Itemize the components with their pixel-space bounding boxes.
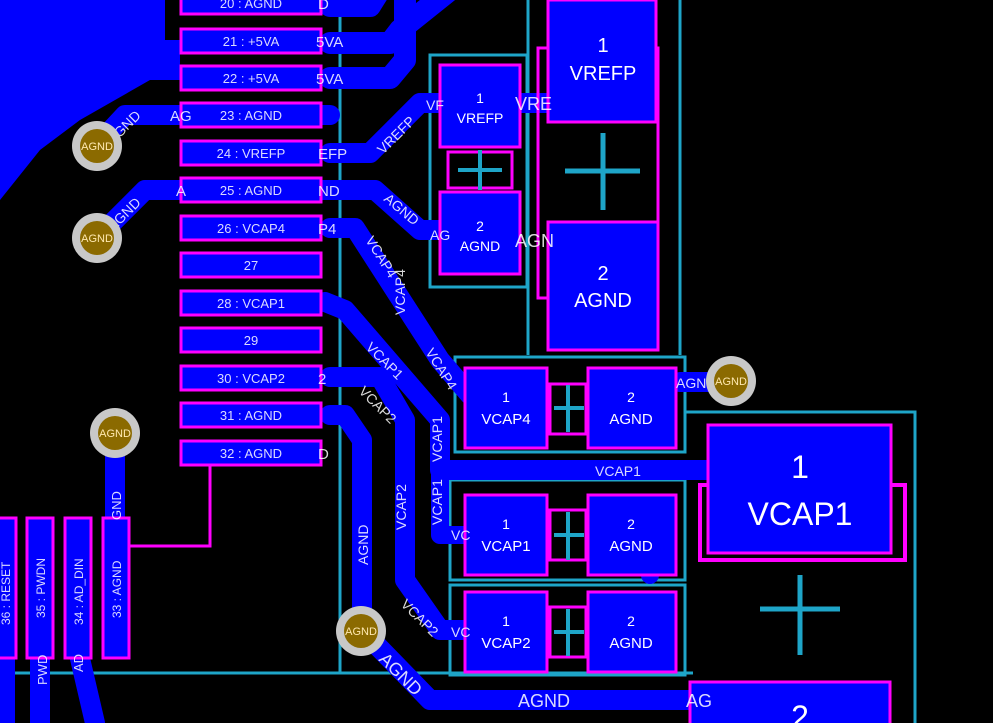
pad-number: 2 [627,613,635,629]
trace-label: VC [451,624,470,640]
pin-label: 36 : RESET [0,561,13,625]
pin-label: 27 [244,258,258,273]
trace-label: VCAP1 [429,479,445,525]
component-vcap1-large[interactable]: 1 VCAP1 2 [688,423,907,723]
pin-label: 24 : VREFP [217,146,286,161]
via-net: AGND [345,626,377,638]
net-fragment: D [318,0,329,13]
pad-number: 2 [597,263,608,285]
via-net: AGND [81,141,113,153]
pin-label: 22 : +5VA [223,71,280,86]
net-fragment: 2 [318,371,326,388]
trace-label: VC [451,527,470,543]
pad-number: 2 [627,389,635,405]
pad-net: VCAP1 [481,538,530,555]
trace-label: VRE [515,94,552,114]
component-vrefp-large[interactable]: 1 VREFP 2 AGND [536,0,660,352]
via[interactable]: AGND [90,408,140,458]
pin-net-fragments: D 5VA 5VA EFP ND P4 2 D AG A [170,0,347,463]
pad-net: AGND [574,290,632,312]
via-net: AGND [715,376,747,388]
via[interactable]: AGND [706,356,756,406]
trace-label: AGN [515,231,554,251]
pad-net: VREFP [457,110,504,126]
trace-label: VCAP1 [429,416,445,462]
pad-number: 1 [502,516,510,532]
trace-label: AG [430,227,450,243]
pin-label: 32 : AGND [220,446,282,461]
connector-line [128,465,212,548]
pad-number: 1 [502,613,510,629]
pad-net: AGND [609,635,653,652]
bottom-pin-column: 36 : RESET 35 : PWDN 34 : AD_DIN 33 : AG… [0,516,131,685]
pad-number: 1 [502,389,510,405]
pin-label: 25 : AGND [220,183,282,198]
net-fragment: PWD [35,655,50,685]
pin-label: 23 : AGND [220,108,282,123]
via-net: AGND [99,428,131,440]
via[interactable]: AGND [336,606,386,656]
net-fragment: 5VA [316,34,343,51]
pad-number: 1 [597,35,608,57]
component-vcap2[interactable]: 1 VCAP2 2 AGND [463,590,678,674]
pad-number: 2 [627,516,635,532]
pad-net: VCAP4 [481,411,530,428]
trace-label: AGN [676,375,706,391]
net-fragment: EFP [318,146,347,163]
pin-label: 20 : AGND [220,0,282,11]
pad-net: AGND [609,411,653,428]
trace-label: VCAP1 [595,463,641,479]
pin-label: 31 : AGND [220,408,282,423]
component-vcap4[interactable]: 1 VCAP4 2 AGND [463,366,678,450]
trace-label: AGND [355,525,371,565]
net-fragment: 5VA [316,71,343,88]
pin-label: 26 : VCAP4 [217,221,285,236]
vias[interactable]: AGND AGND AGND AGND AGND [72,121,756,656]
pad-number: 2 [791,699,809,723]
trace-label: GND [109,491,124,520]
net-fragment: ND [318,183,340,200]
component-vcap1-small[interactable]: 1 VCAP1 2 AGND [463,493,678,577]
pad-net: VCAP2 [481,635,530,652]
component-vrefp-small[interactable]: 1 VREFP 2 AGND [438,63,522,276]
trace-label: AGND [518,691,570,711]
trace-label: VF [426,97,444,113]
pin-label: 30 : VCAP2 [217,371,285,386]
net-fragment: AG [170,108,192,125]
ic-pin-column: 20 : AGND 21 : +5VA 22 : +5VA 23 : AGND … [179,0,323,467]
net-fragment: AD [71,654,86,672]
net-fragment: A [176,183,186,200]
via[interactable]: AGND [72,213,122,263]
pad-net: AGND [609,538,653,555]
pad-net: VCAP1 [748,496,853,532]
pad-net: AGND [460,238,500,254]
pad-number: 2 [476,218,484,234]
net-fragment: P4 [318,221,336,238]
via[interactable]: AGND [72,121,122,171]
pad-net: VREFP [570,63,637,85]
trace-label: AG [686,691,712,711]
pin-label: 34 : AD_DIN [72,558,86,625]
copper-pour [0,0,180,200]
pin-label: 21 : +5VA [223,34,280,49]
pad-number: 1 [476,90,484,106]
trace-label: VCAP2 [393,484,409,530]
net-fragment: D [318,446,329,463]
trace-label: VCAP4 [392,269,408,315]
pin-label: 29 [244,333,258,348]
pin-label: 28 : VCAP1 [217,296,285,311]
via-net: AGND [81,233,113,245]
pad-number: 1 [791,449,809,485]
pin-label: 33 : AGND [110,560,124,618]
pin-label: 35 : PWDN [34,558,48,618]
